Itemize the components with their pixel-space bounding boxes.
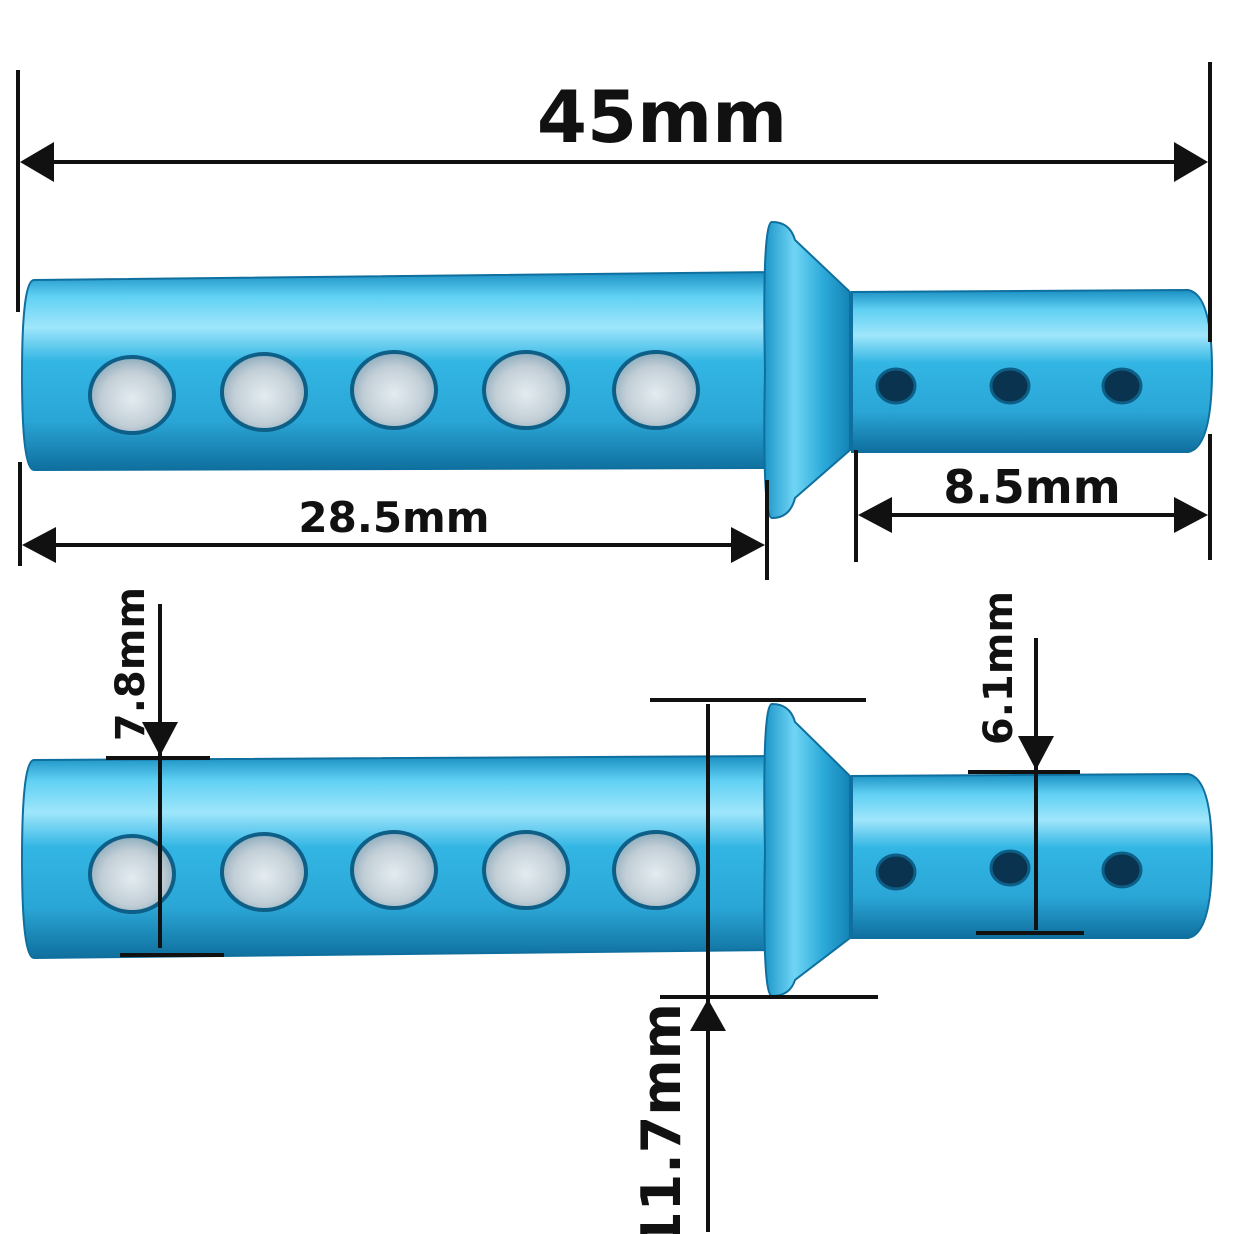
flange (763, 220, 851, 520)
large-hole (220, 352, 308, 432)
small-holes (875, 849, 1143, 891)
small-hole (1101, 367, 1143, 405)
overall-length-label: 45mm (537, 75, 787, 159)
arrow-right-icon (1174, 497, 1208, 533)
arrow-left-icon (858, 497, 892, 533)
large-hole (220, 832, 308, 912)
large-hole (88, 355, 176, 435)
large-hole (612, 350, 700, 430)
large-hole (482, 830, 570, 910)
arrow-left-icon (20, 142, 54, 182)
small-holes (875, 367, 1143, 405)
small-hole (989, 849, 1031, 887)
large-hole (88, 834, 176, 914)
arrow-right-icon (1174, 142, 1208, 182)
arrow-right-icon (731, 527, 765, 563)
arrow-down-icon (142, 722, 178, 756)
large-holes (88, 350, 700, 435)
large-hole (612, 830, 700, 910)
long-shaft-diameter-label: 7.8mm (108, 587, 154, 741)
large-hole (482, 350, 570, 430)
small-hole (875, 853, 917, 891)
large-hole (350, 830, 438, 910)
arrow-left-icon (22, 527, 56, 563)
small-hole (989, 367, 1031, 405)
arrow-down-icon (1018, 736, 1054, 770)
short-shaft-diameter-label: 6.1mm (976, 591, 1022, 745)
dimension-arrows (20, 142, 1208, 1031)
small-hole (1101, 851, 1143, 889)
short-shaft (851, 772, 1214, 939)
part-top (20, 220, 1214, 520)
short-shaft-length-label: 8.5mm (943, 460, 1120, 514)
large-hole (350, 350, 438, 430)
dimension-lines (16, 62, 1212, 1232)
arrow-up-icon (690, 999, 726, 1031)
flange (763, 702, 851, 998)
long-shaft-length-label: 28.5mm (298, 493, 489, 542)
large-holes (88, 830, 700, 914)
part-bottom (20, 702, 1214, 998)
small-hole (875, 367, 917, 405)
short-shaft (851, 288, 1214, 453)
flange-diameter-label: 11.7mm (630, 1003, 693, 1234)
